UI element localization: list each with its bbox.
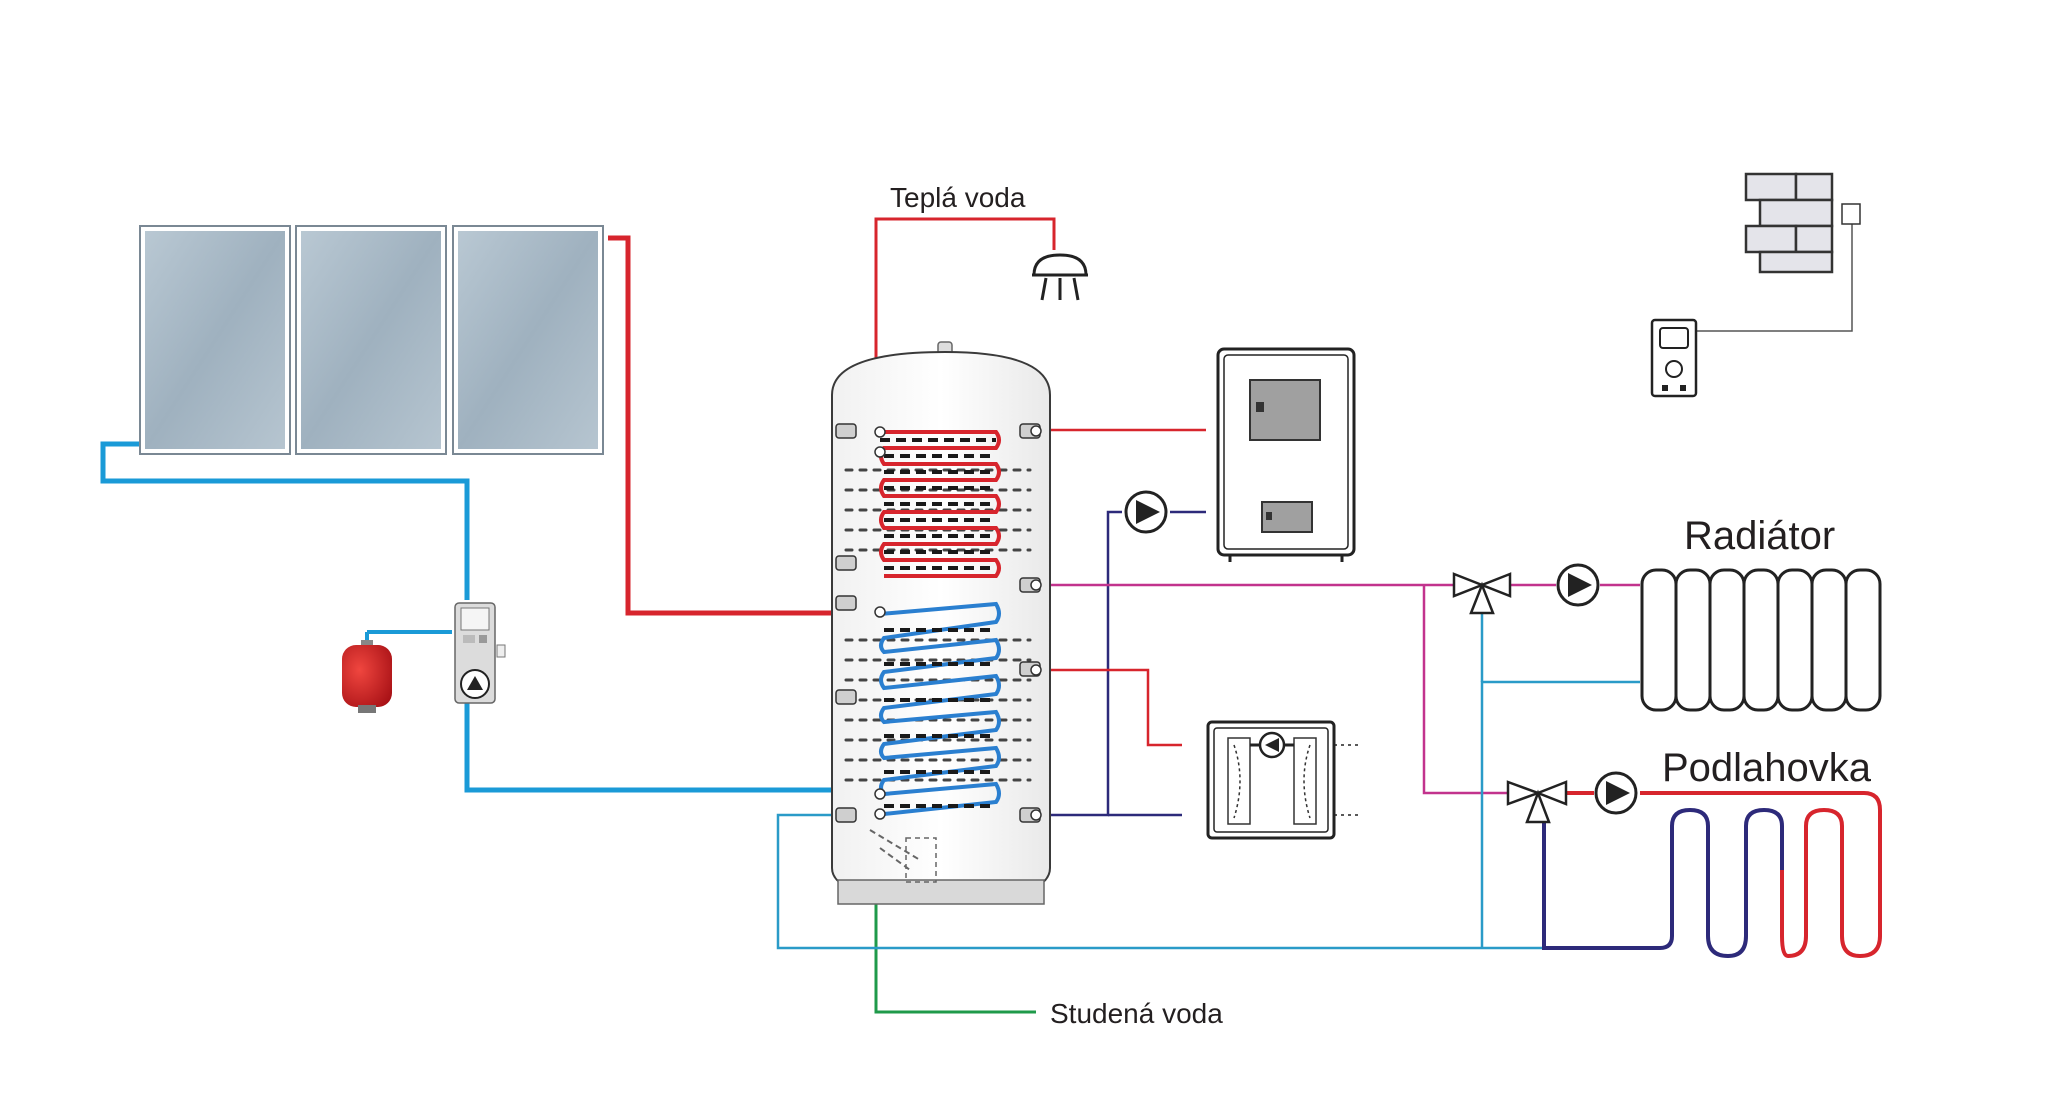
expansion-vessel-icon [342, 640, 392, 713]
hot-water-label: Teplá voda [890, 182, 1026, 213]
controller-wire [1694, 218, 1853, 332]
tank-heater-element [869, 829, 921, 871]
tank-lower-coil [879, 601, 1001, 816]
cold-water-label: Studená voda [1050, 998, 1223, 1029]
hot-water-pipe [874, 217, 1056, 430]
solar-collector-icon [295, 225, 447, 455]
radiator-icon [1640, 568, 1882, 712]
radiator-label: Radiátor [1684, 514, 1835, 558]
boiler-return-pipe-2 [1040, 510, 1122, 817]
mixing-valve-icon [1452, 572, 1512, 615]
circulation-pump-icon [1124, 490, 1168, 534]
solar-return-pipe-bottom [464, 702, 878, 793]
radiator-return-pipe [1480, 680, 1640, 948]
circulation-pump-icon [1556, 563, 1600, 607]
floor-heating-label: Podlahovka [1662, 746, 1872, 790]
solar-supply-pipe [608, 235, 878, 616]
shower-head-icon [1032, 253, 1088, 301]
heat-pump-icon [1206, 720, 1358, 840]
mixing-valve-icon [1506, 780, 1568, 824]
circulation-pump-icon [1594, 771, 1638, 815]
solar-collector-icon [452, 225, 604, 455]
solar-return-pipe-top [100, 441, 470, 600]
solar-collector-icon [139, 225, 291, 455]
heatpump-supply-pipe [1040, 668, 1182, 747]
heating-return-pipe [776, 813, 1658, 950]
pipes [100, 217, 1853, 1014]
heating-supply-branch [1422, 585, 1508, 795]
tank-ports [835, 423, 1041, 823]
storage-tank-icon [831, 341, 1051, 905]
floor-heating-coil-icon [1659, 791, 1882, 959]
solar-collectors [139, 225, 604, 455]
floor-valve-bypass [1542, 812, 1660, 950]
outdoor-sensor-wall-icon [1744, 172, 1861, 274]
boiler-icon [1216, 347, 1356, 562]
solar-pump-station-icon [454, 602, 506, 704]
room-controller-icon [1650, 318, 1698, 398]
